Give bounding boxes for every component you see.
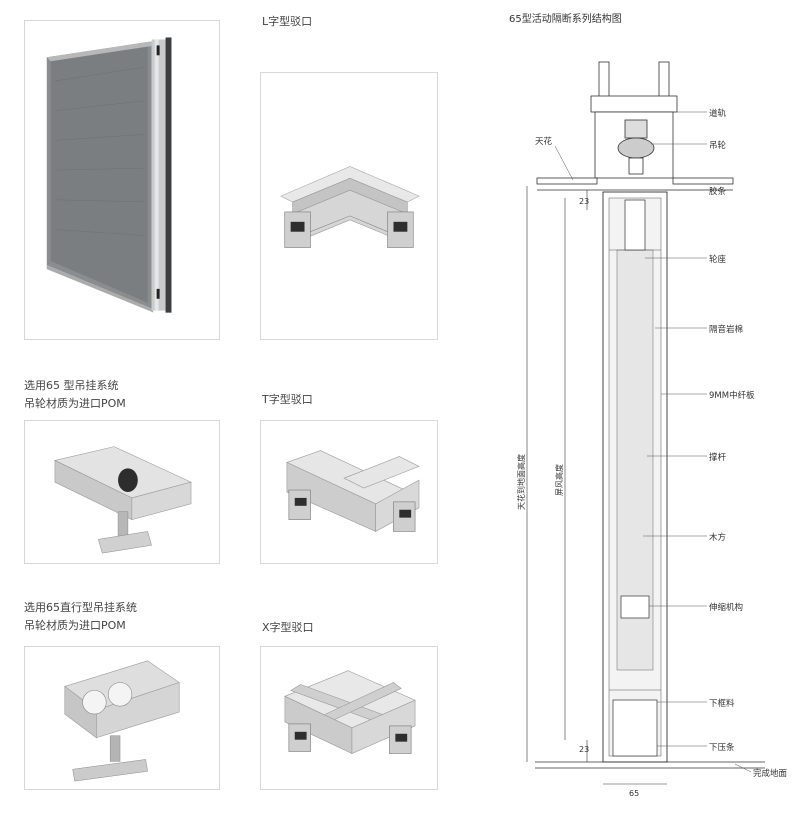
pom-system-caption-1: 选用65 型吊挂系统 — [24, 379, 119, 392]
leader-lines — [554, 111, 752, 773]
lower-frame-label: 下框料 — [709, 698, 735, 709]
track-assembly — [590, 61, 678, 179]
t-joint-frame — [260, 420, 438, 564]
l-joint-frame — [260, 72, 438, 340]
hanger-system-frame-1 — [24, 420, 220, 564]
structure-diagram: 65型活动隔断系列结构图 — [495, 0, 800, 820]
top-gap-dim: 23 — [579, 197, 589, 206]
ceiling-lines — [536, 177, 734, 191]
panel-photo-frame — [24, 20, 220, 340]
ceiling-label: 天花 — [535, 136, 553, 147]
l-joint-caption: L字型驳口 — [262, 15, 313, 28]
telescopic-label: 伸缩机构 — [709, 602, 743, 613]
t-joint-image — [286, 450, 420, 532]
hanging-wheel-label: 吊轮 — [709, 140, 727, 151]
rubber-strip-label: 胶条 — [709, 186, 727, 197]
hanger-system-image-2 — [64, 660, 180, 782]
wheel-seat-label: 轮座 — [709, 254, 727, 265]
total-height-dim: 天花到地面高度 — [516, 454, 526, 510]
hanger-system-frame-2 — [24, 646, 220, 790]
pom-system-caption-2: 选用65直行型吊挂系统 — [24, 601, 137, 614]
wood-label: 木方 — [709, 532, 726, 543]
x-joint-image — [284, 670, 416, 754]
t-joint-caption: T字型驳口 — [262, 393, 313, 406]
track-label: 道轨 — [709, 108, 727, 119]
pom-material-caption-1: 吊轮材质为进口POM — [24, 397, 126, 410]
diagram-title: 65型活动隔断系列结构图 — [509, 12, 622, 25]
lower-press-label: 下压条 — [709, 742, 735, 753]
pom-material-caption-2: 吊轮材质为进口POM — [24, 619, 126, 632]
bottom-gap-dim: 23 — [579, 745, 589, 754]
partition-panel-image — [46, 37, 172, 313]
rock-wool-label: 隔音岩棉 — [709, 324, 743, 335]
dimension-lines — [526, 186, 667, 785]
panel-section — [602, 191, 668, 763]
fiber-board-label: 9MM中纤板 — [709, 390, 755, 401]
width-dim: 65 — [629, 789, 639, 798]
x-joint-caption: X字型驳口 — [262, 621, 314, 634]
brace-label: 撑杆 — [709, 452, 727, 463]
finished-floor-label: 完成地面 — [753, 768, 788, 779]
x-joint-frame — [260, 646, 438, 790]
l-joint-image — [280, 166, 420, 248]
floor-line — [535, 761, 765, 769]
hanger-system-image-1 — [54, 446, 192, 554]
screen-height-dim: 屏风高度 — [554, 464, 564, 496]
